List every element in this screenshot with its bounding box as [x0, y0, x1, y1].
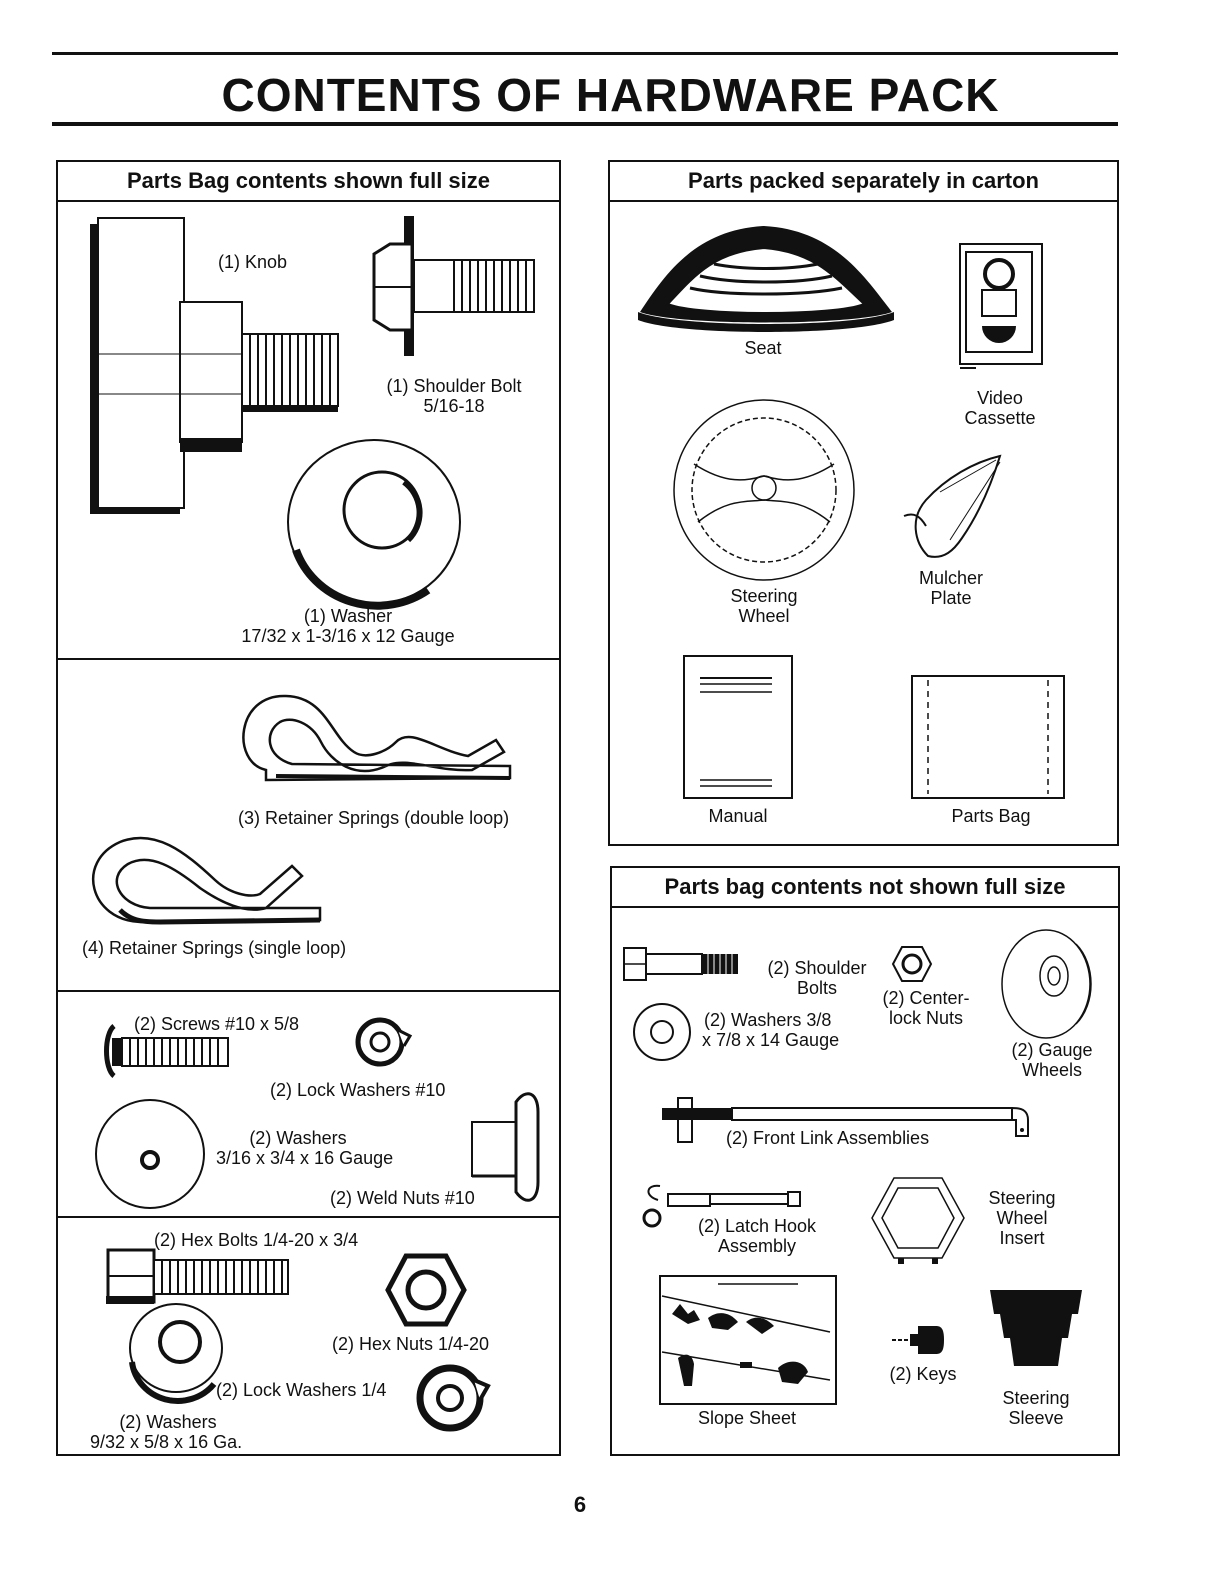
lock-washer-quarter-icon	[416, 1364, 491, 1432]
front-link-label: (2) Front Link Assemblies	[726, 1128, 930, 1148]
video-label-line2: Cassette	[964, 408, 1036, 428]
centerlock-line1: (2) Center-	[882, 988, 970, 1008]
divider	[58, 658, 559, 660]
lock-washers-10-label: (2) Lock Washers #10	[270, 1080, 446, 1100]
panel-header: Parts packed separately in carton	[610, 162, 1117, 202]
knob-icon	[90, 217, 339, 514]
shoulder-bolt-size: 5/16-18	[423, 396, 485, 416]
divider	[58, 1216, 559, 1218]
gauge-line1: (2) Gauge	[1011, 1040, 1093, 1060]
parts-bag-icon	[911, 675, 1065, 799]
mulcher-line2: Plate	[930, 588, 972, 608]
shoulder-bolt-label: (1) Shoulder Bolt	[386, 376, 522, 396]
seat-label: Seat	[744, 338, 782, 358]
seat-icon	[638, 226, 894, 332]
panel-header: Parts Bag contents shown full size	[58, 162, 559, 202]
lock-washers-14-label: (2) Lock Washers 1/4	[216, 1380, 387, 1400]
washers-316-label: (2) Washers	[249, 1128, 347, 1148]
steering-sleeve-icon	[990, 1290, 1082, 1366]
retainer-single-label: (4) Retainer Springs (single loop)	[82, 938, 347, 958]
gauge-line2: Wheels	[1021, 1060, 1083, 1080]
washers38-line2: x 7/8 x 14 Gauge	[702, 1030, 840, 1050]
title-underline	[52, 122, 1118, 126]
steering-wheel-icon	[673, 399, 855, 581]
sleeve-line1: Steering	[1002, 1388, 1070, 1408]
hex-bolts-label: (2) Hex Bolts 1/4-20 x 3/4	[154, 1230, 359, 1250]
washer-icon	[287, 439, 461, 610]
parts-bag-label: Parts Bag	[951, 806, 1031, 826]
hex-nuts-label: (2) Hex Nuts 1/4-20	[332, 1334, 490, 1354]
slope-sheet-label: Slope Sheet	[697, 1408, 797, 1428]
shoulder-bolts-line2: Bolts	[796, 978, 838, 998]
washers-932-label: (2) Washers	[119, 1412, 217, 1432]
insert-line3: Insert	[999, 1228, 1045, 1248]
video-cassette-icon	[959, 243, 1043, 369]
latch-line2: Assembly	[717, 1236, 797, 1256]
top-rule	[52, 52, 1118, 55]
panel-full-size: Parts Bag contents shown full size (1) K…	[56, 160, 561, 1456]
washer-label: (1) Washer	[303, 606, 393, 626]
washer-38-icon	[633, 1003, 691, 1061]
insert-line2: Wheel	[996, 1208, 1048, 1228]
washer-small-icon	[95, 1099, 205, 1209]
steering-wheel-line2: Wheel	[738, 606, 790, 626]
manual-label: Manual	[708, 806, 768, 826]
keys-label: (2) Keys	[889, 1364, 957, 1384]
gauge-wheel-icon	[1001, 929, 1092, 1039]
sleeve-line2: Sleeve	[1008, 1408, 1064, 1428]
mulcher-line1: Mulcher	[918, 568, 984, 588]
steering-wheel-line1: Steering	[730, 586, 798, 606]
retainer-double-label: (3) Retainer Springs (double loop)	[238, 808, 510, 828]
shoulder-bolt-small-icon	[623, 947, 738, 981]
hex-bolt-icon	[106, 1248, 289, 1304]
steering-insert-icon	[871, 1177, 965, 1264]
washer-size: 17/32 x 1-3/16 x 12 Gauge	[241, 626, 455, 646]
latch-hook-icon	[642, 1184, 801, 1228]
centerlock-nut-icon	[891, 946, 933, 982]
front-link-icon	[662, 1097, 1029, 1143]
retainer-spring-double-icon	[242, 694, 512, 782]
shoulder-bolts-line1: (2) Shoulder	[767, 958, 867, 978]
page-title: CONTENTS OF HARDWARE PACK	[221, 69, 1000, 121]
washers-932-size: 9/32 x 5/8 x 16 Ga.	[90, 1432, 243, 1452]
divider	[58, 990, 559, 992]
panel-header: Parts bag contents not shown full size	[612, 868, 1118, 908]
insert-line1: Steering	[988, 1188, 1056, 1208]
washers-316-size: 3/16 x 3/4 x 16 Gauge	[216, 1148, 394, 1168]
weld-nut-icon	[471, 1092, 540, 1202]
washer-932-icon	[129, 1303, 223, 1404]
retainer-spring-single-icon	[92, 836, 322, 925]
weld-nuts-label: (2) Weld Nuts #10	[330, 1188, 475, 1208]
washers38-line1: (2) Washers 3/8	[704, 1010, 832, 1030]
shoulder-bolt-icon	[372, 216, 535, 356]
hex-nut-icon	[385, 1253, 467, 1327]
centerlock-line2: lock Nuts	[888, 1008, 964, 1028]
latch-line1: (2) Latch Hook	[697, 1216, 817, 1236]
screw-icon	[104, 1024, 229, 1078]
screws-label: (2) Screws #10 x 5/8	[134, 1014, 300, 1034]
page-number: 6	[573, 1492, 587, 1517]
panel-not-full-size: Parts bag contents not shown full size (…	[610, 866, 1120, 1456]
manual-icon	[683, 655, 793, 799]
lock-washer-icon	[355, 1017, 413, 1067]
slope-sheet-icon	[659, 1275, 837, 1405]
key-icon	[892, 1326, 944, 1354]
panel-carton: Parts packed separately in carton Seat V…	[608, 160, 1119, 846]
mulcher-plate-icon	[903, 454, 1002, 558]
video-label-line1: Video	[977, 388, 1023, 408]
knob-label: (1) Knob	[218, 252, 288, 272]
